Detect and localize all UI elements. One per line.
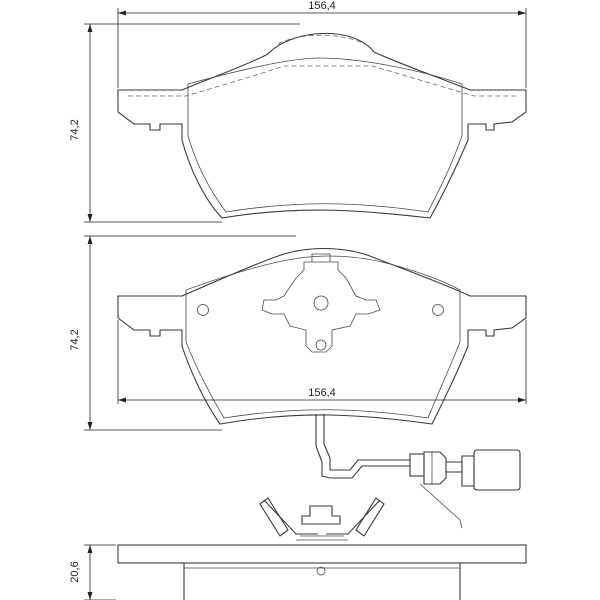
- top-height-label: 74,2: [69, 119, 81, 140]
- bottom-thickness-dimension: 20,6: [69, 544, 116, 600]
- top-height-dimension: 74,2: [69, 23, 300, 223]
- center-boss: [313, 295, 329, 311]
- side-profile-view: [117, 497, 527, 600]
- lower-boss: [315, 339, 327, 351]
- middle-height-dimension: 74,2: [69, 235, 296, 431]
- bottom-thickness-label: 20,6: [69, 561, 81, 582]
- middle-width-dimension: 156,4: [117, 320, 527, 404]
- right-hole: [432, 304, 444, 316]
- profile-boss: [316, 566, 326, 576]
- backing-plate-profile: [117, 544, 527, 564]
- spring-clip: [261, 253, 381, 353]
- middle-height-label: 74,2: [69, 329, 81, 350]
- middle-width-label: 156,4: [308, 387, 336, 399]
- sensor-connector: [409, 449, 521, 529]
- top-pad-view: [117, 32, 527, 219]
- top-width-dimension: 156,4: [117, 0, 527, 88]
- wear-sensor-wire: [315, 414, 410, 479]
- middle-pad-view: [117, 247, 527, 529]
- top-width-label: 156,4: [308, 0, 336, 12]
- left-hole: [197, 304, 209, 316]
